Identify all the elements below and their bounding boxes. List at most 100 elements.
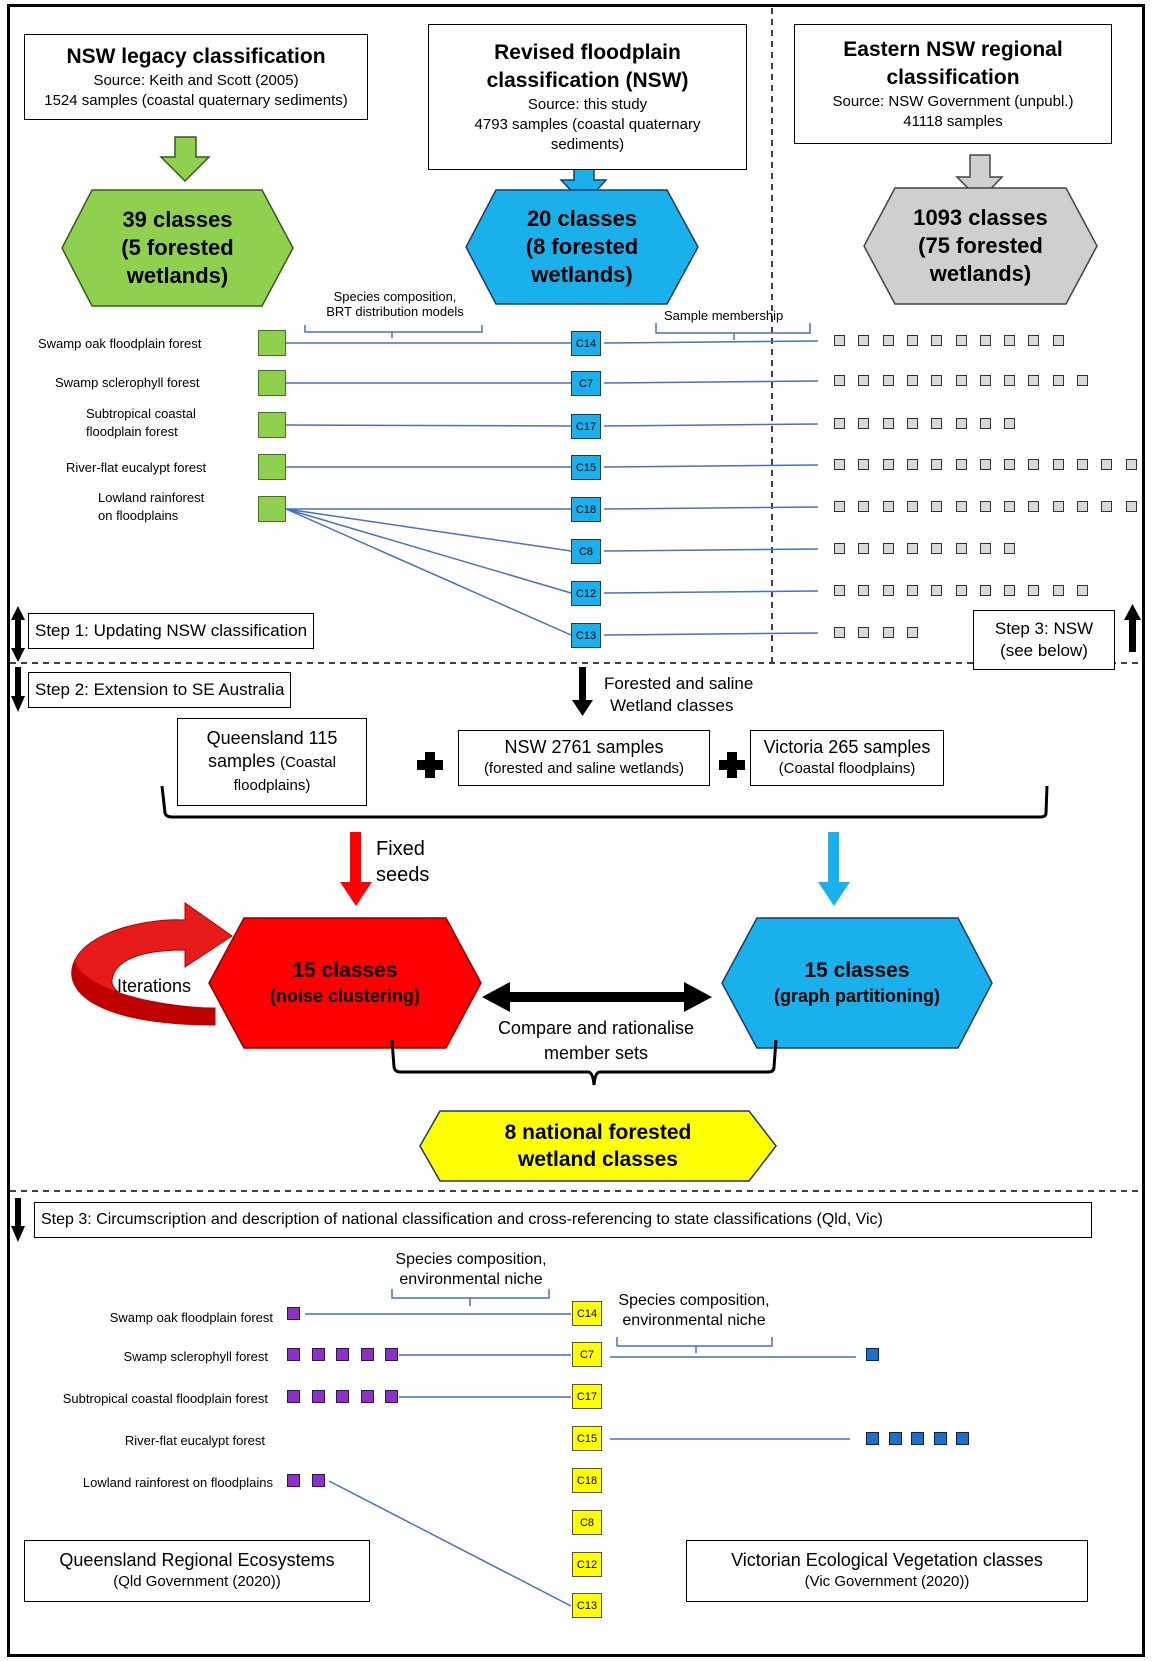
- brace-bottom-right-label: Species composition, environmental niche: [604, 1291, 784, 1331]
- national-class-c7: C7: [572, 1342, 602, 1367]
- bottom-row-label-0: Swamp oak floodplain forest: [109, 1310, 273, 1325]
- eastern-sample-square: [979, 585, 991, 596]
- qld-class-square: [311, 1390, 325, 1403]
- revised-forested-count: (8 forested: [525, 234, 639, 259]
- eastern-sample-square: [906, 335, 918, 346]
- step3-nsw-sub: (see below): [1000, 641, 1088, 660]
- eastern-sample-square: [1077, 501, 1088, 512]
- qld-input-1: Queensland 115: [206, 728, 338, 748]
- eastern-sample-square: [931, 335, 943, 346]
- eastern-sample-square: [1101, 459, 1113, 470]
- eastern-sample-square: [858, 335, 870, 346]
- legacy-class-square: [258, 330, 286, 356]
- eastern-sample-square: [882, 585, 894, 596]
- eastern-hexagon-label: 1093 classes (75 forested wetlands): [864, 188, 1097, 304]
- eastern-sample-square: [955, 335, 967, 346]
- revised-hexagon: [465, 189, 699, 305]
- step2-box: Step 2: Extension to SE Australia: [28, 672, 292, 708]
- vic-class-square: [933, 1432, 947, 1445]
- revised-class-c15: C15: [571, 455, 601, 480]
- link-c13-to-eastern: [603, 632, 819, 636]
- eastern-samples: 41118 samples: [903, 113, 1003, 130]
- national-hexagon: [419, 1110, 777, 1182]
- link-c18-to-eastern: [603, 506, 819, 510]
- compare-label-1: Compare and rationalise: [497, 1018, 695, 1038]
- eastern-title-1: Eastern NSW regional: [843, 38, 1063, 61]
- noise-hexagon: [208, 917, 482, 1049]
- eastern-sample-square: [931, 501, 943, 512]
- revised-source: Source: this study: [527, 96, 648, 113]
- qld-input-2: samples (Coastal: [208, 750, 336, 774]
- eastern-sample-square: [882, 501, 894, 512]
- diagram-frame: [7, 4, 1145, 1657]
- national-2: wetland classes: [518, 1148, 678, 1171]
- qld-class-square: [336, 1390, 349, 1403]
- eastern-sample-square: [906, 418, 918, 429]
- arrow-legacy: [159, 136, 211, 183]
- revised-class-c14: C14: [571, 331, 601, 356]
- vic-input-box: Victoria 265 samples (Coastal floodplain…: [750, 730, 944, 786]
- eastern-sample-square: [1004, 375, 1016, 386]
- eastern-sample-square: [1004, 459, 1016, 470]
- eastern-sample-square: [979, 459, 991, 470]
- legacy-class-square: [258, 370, 286, 396]
- eastern-sample-square: [906, 459, 918, 470]
- revised-samples-2: sediments): [550, 136, 625, 153]
- link-legacy-to-c8: [285, 508, 572, 552]
- eastern-sample-square: [1028, 335, 1040, 346]
- eastern-sample-square: [858, 543, 870, 554]
- eastern-sample-square: [858, 459, 870, 470]
- legacy-hexagon-label: 39 classes (5 forested wetlands): [62, 190, 293, 306]
- eastern-sample-square: [931, 543, 943, 554]
- qld-input-box: Queensland 115 samples (Coastal floodpla…: [177, 718, 367, 806]
- noise-hexagon-label: 15 classes (noise clustering): [209, 918, 481, 1048]
- qld-input-3: floodplains): [233, 777, 311, 794]
- link-legacy-to-c12: [285, 508, 572, 594]
- eastern-sample-square: [882, 543, 894, 554]
- qld-class-square: [385, 1390, 398, 1403]
- eastern-forested-count: (75 forested: [918, 233, 1043, 258]
- eastern-sample-square: [979, 543, 991, 554]
- brace-bottom-right: [616, 1337, 773, 1353]
- eastern-sample-square: [931, 459, 943, 470]
- compare-brace: [390, 1039, 778, 1086]
- legacy-class-square: [258, 454, 286, 480]
- eastern-sample-square: [858, 418, 870, 429]
- qld-class-square: [360, 1348, 374, 1361]
- revised-title-1: Revised floodplain: [494, 41, 681, 64]
- top-row-label-2a: Subtropical coastal: [86, 406, 196, 421]
- brace-bottom-right-1: Species composition,: [618, 1292, 770, 1309]
- vic-reference-box: Victorian Ecological Vegetation classes …: [686, 1540, 1088, 1602]
- vic-class-square: [888, 1432, 902, 1445]
- eastern-sample-square: [834, 375, 845, 386]
- national-class-c8: C8: [572, 1510, 602, 1535]
- eastern-sample-square: [1125, 501, 1137, 512]
- eastern-sample-square: [834, 627, 845, 638]
- eastern-sample-square: [979, 501, 991, 512]
- eastern-sample-square: [882, 335, 894, 346]
- top-row-label-1: Swamp sclerophyll forest: [55, 375, 200, 390]
- brace-left-top: [304, 325, 483, 338]
- top-row-label-4b: on floodplains: [98, 508, 179, 523]
- eastern-sample-square: [1052, 501, 1064, 512]
- revised-class-count: 20 classes: [526, 206, 638, 231]
- vic-input-2: (Coastal floodplains): [778, 760, 916, 777]
- eastern-sample-square: [1028, 375, 1040, 386]
- top-row-label-0: Swamp oak floodplain forest: [38, 336, 202, 351]
- vic-class-square: [866, 1432, 879, 1445]
- eastern-sample-square: [834, 501, 845, 512]
- nsw-input-2: (forested and saline wetlands): [483, 760, 685, 777]
- national-hexagon-label: 8 national forested wetland classes: [420, 1111, 776, 1181]
- step1-box: Step 1: Updating NSW classification: [28, 613, 315, 649]
- brace-bottom-left-1: Species composition,: [395, 1251, 547, 1268]
- legacy-wetlands-label: wetlands): [126, 263, 229, 288]
- graph-arrow: [818, 832, 850, 906]
- revised-class-c18: C18: [571, 497, 601, 522]
- link-qld-to-c13: [328, 1480, 572, 1607]
- bottom-connection-lines: [305, 1313, 856, 1607]
- eastern-sample-square: [1004, 335, 1016, 346]
- national-class-c17: C17: [572, 1384, 602, 1409]
- brace-left-label-2: BRT distribution models: [326, 304, 464, 319]
- iterations-icon: [71, 902, 233, 1026]
- revised-class-c8: C8: [571, 539, 601, 564]
